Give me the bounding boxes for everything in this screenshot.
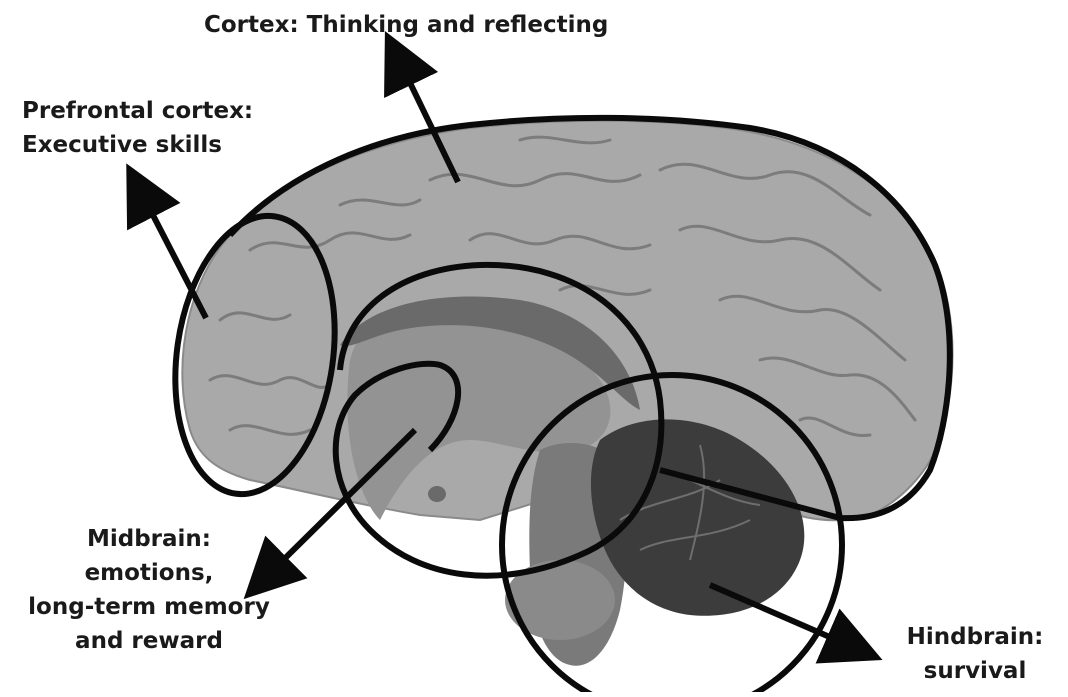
- midbrain-label: Midbrain: emotions, long-term memory and…: [14, 522, 284, 658]
- cortex-label: Cortex: Thinking and reflecting: [204, 8, 608, 42]
- hindbrain-label: Hindbrain: survival: [890, 620, 1060, 688]
- hindbrain-label-line-1: Hindbrain:: [890, 620, 1060, 654]
- prefrontal-arrow: [140, 190, 206, 318]
- cortex-label-line: Cortex: Thinking and reflecting: [204, 8, 608, 42]
- hindbrain-label-line-2: survival: [890, 654, 1060, 688]
- midbrain-label-line-4: and reward: [14, 624, 284, 658]
- midbrain-label-line-3: long-term memory: [14, 590, 284, 624]
- prefrontal-label: Prefrontal cortex: Executive skills: [22, 94, 253, 162]
- midbrain-label-line-1: Midbrain:: [14, 522, 284, 556]
- midbrain-label-line-2: emotions,: [14, 556, 284, 590]
- amygdala-dot: [428, 486, 446, 502]
- prefrontal-label-line-1: Prefrontal cortex:: [22, 94, 253, 128]
- prefrontal-label-line-2: Executive skills: [22, 128, 253, 162]
